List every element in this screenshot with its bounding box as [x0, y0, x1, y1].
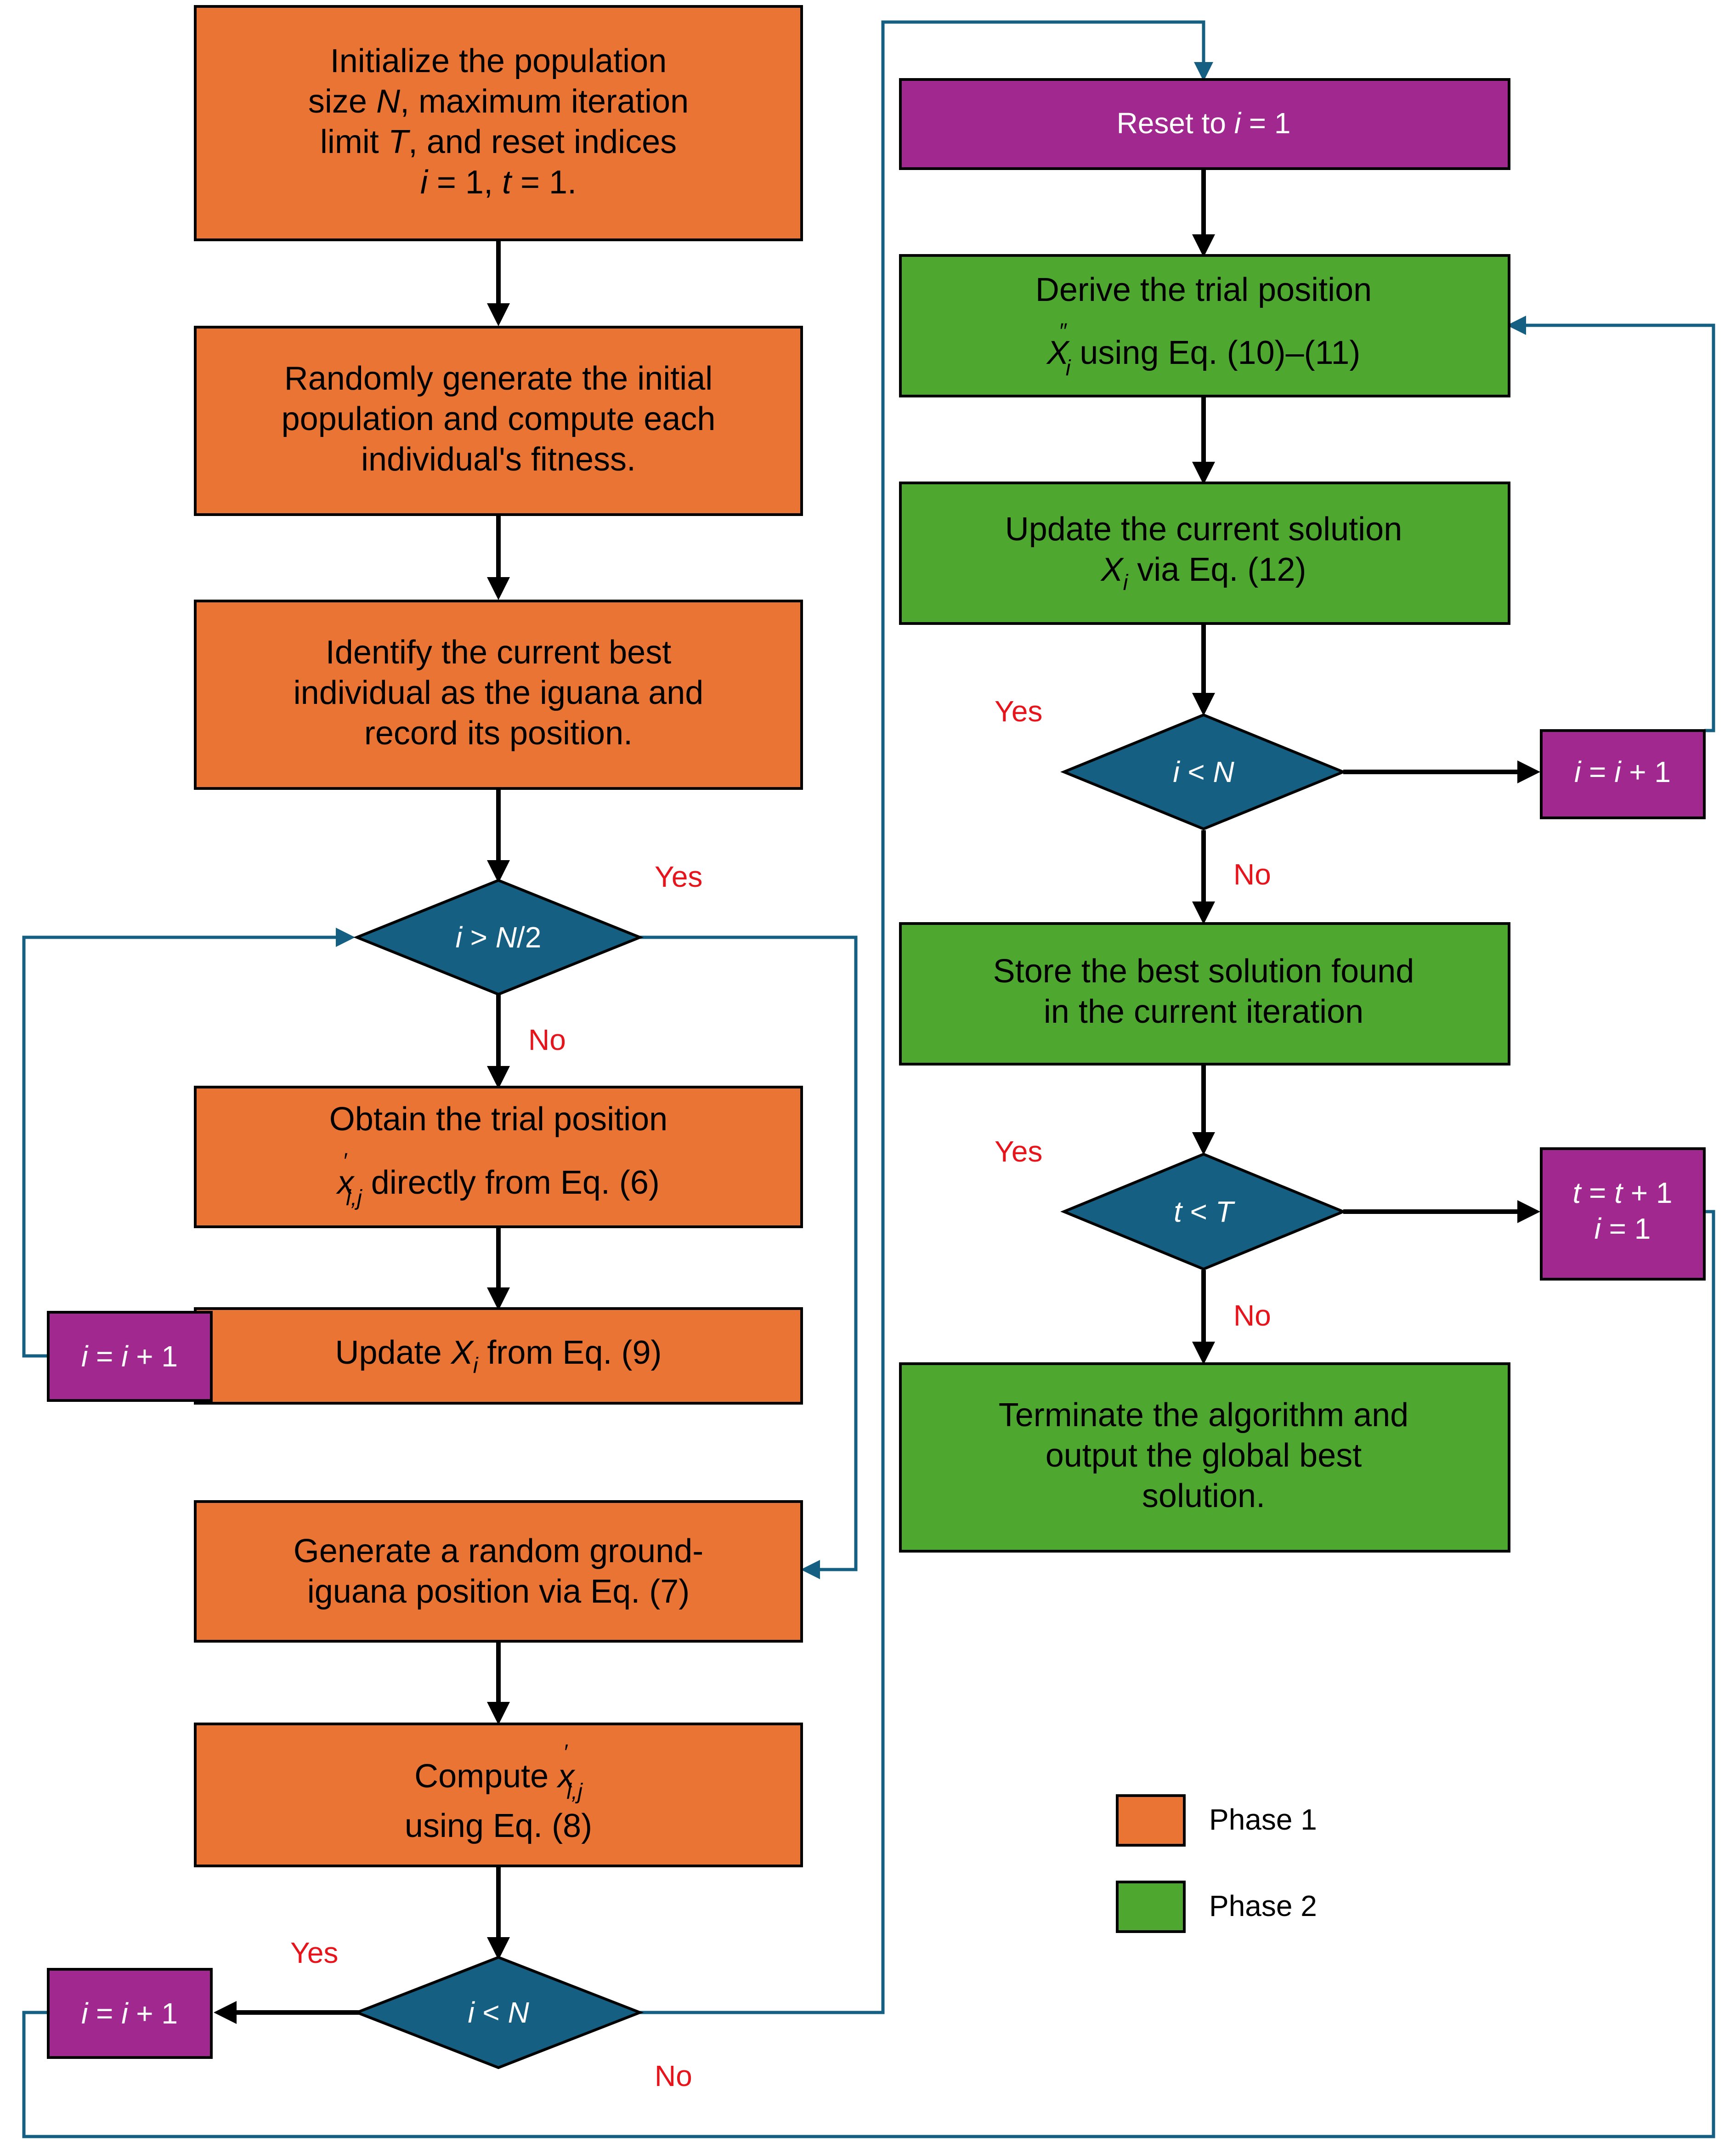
- counter-t-line2: i = 1: [1595, 1212, 1651, 1245]
- node-update-xi: Update Xi from Eq. (9): [194, 1307, 803, 1405]
- label-yes-left-n: Yes: [290, 1936, 338, 1969]
- identify-best-line2: individual as the iguana and: [294, 675, 704, 711]
- counter-t-line1: t = t + 1: [1572, 1176, 1672, 1209]
- initialize-line4: i = 1, t = 1.: [420, 164, 577, 201]
- initialize-line2: size N, maximum iteration: [308, 83, 689, 120]
- random-init-line3: individual's fitness.: [361, 441, 636, 478]
- compute-x-line2: using Eq. (8): [405, 1808, 592, 1844]
- loop-connectors: [22, 20, 1715, 2138]
- label-yes-t: Yes: [995, 1135, 1042, 1168]
- node-identify-best: Identify the current best individual as …: [194, 600, 803, 790]
- update-current-line1: Update the current solution: [1005, 511, 1402, 548]
- legend-label-phase2: Phase 2: [1209, 1889, 1317, 1922]
- label-no-t: No: [1233, 1299, 1271, 1332]
- loop-yes-to-ground-iguana: [640, 935, 858, 1579]
- random-init-line2: population and compute each: [282, 401, 716, 437]
- store-best-line2: in the current iteration: [1044, 993, 1363, 1030]
- identify-best-line1: Identify the current best: [326, 634, 671, 671]
- node-random-init: Randomly generate the initial population…: [194, 326, 803, 516]
- ground-iguana-line2: iguana position via Eq. (7): [307, 1573, 690, 1610]
- loop-counter-left-to-decision: [22, 1210, 1715, 2138]
- label-yes-half: Yes: [655, 860, 702, 893]
- random-init-line1: Randomly generate the initial: [284, 360, 713, 397]
- node-obtain-trial: Obtain the trial position x′i,j directly…: [194, 1086, 803, 1228]
- decision-half-text: i > N/2: [456, 921, 542, 954]
- legend: Phase 1 Phase 2: [1116, 1794, 1317, 1933]
- decision-i-lt-n-right: i < N: [1060, 713, 1347, 831]
- terminate-line3: solution.: [1142, 1478, 1265, 1514]
- node-terminate: Terminate the algorithm and output the g…: [899, 1362, 1510, 1553]
- node-reset: Reset to i = 1: [899, 78, 1510, 170]
- decision-left-n-text: i < N: [468, 1996, 529, 2029]
- decision-t-lt-t: t < T: [1060, 1152, 1347, 1271]
- initialize-line1: Initialize the population: [330, 43, 667, 79]
- terminate-line1: Terminate the algorithm and: [999, 1397, 1408, 1434]
- counter-t-plus-1: t = t + 1 i = 1: [1540, 1147, 1706, 1281]
- label-no-half: No: [528, 1023, 566, 1056]
- counter-right-i-plus-1: i = i + 1: [1540, 729, 1706, 819]
- node-initialize: Initialize the population size N, maximu…: [194, 5, 803, 241]
- counter-right-text: i = i + 1: [1574, 755, 1671, 788]
- terminate-line2: output the global best: [1046, 1437, 1362, 1474]
- node-update-current: Update the current solution Xi via Eq. (…: [899, 482, 1510, 625]
- node-store-best: Store the best solution found in the cur…: [899, 922, 1510, 1066]
- label-no-left-n: No: [655, 2059, 692, 2092]
- loop-counter-to-decision-half: [22, 928, 355, 1358]
- derive-trial-line2: X″i using Eq. (10)–(11): [1046, 319, 1361, 380]
- counter-i-plus-1-lower: i = i + 1: [47, 1968, 213, 2059]
- legend-swatch-phase2: [1116, 1881, 1186, 1933]
- legend-swatch-phase1: [1116, 1794, 1186, 1847]
- decision-i-lt-n-left: i < N: [353, 1956, 644, 2069]
- decision-i-gt-half-n: i > N/2: [353, 879, 644, 996]
- counter-i-plus-1-upper: i = i + 1: [47, 1311, 213, 1402]
- node-compute-x: Compute x′i,j using Eq. (8): [194, 1723, 803, 1867]
- counter-upper-text: i = i + 1: [81, 1340, 178, 1373]
- compute-x-line1: Compute x′i,j: [414, 1740, 583, 1804]
- counter-lower-text: i = i + 1: [81, 1997, 178, 2030]
- obtain-trial-line1: Obtain the trial position: [329, 1101, 667, 1138]
- initialize-line3: limit T, and reset indices: [320, 124, 677, 160]
- node-ground-iguana: Generate a random ground- iguana positio…: [194, 1500, 803, 1643]
- derive-trial-line1: Derive the trial position: [1035, 272, 1372, 308]
- update-current-line2: Xi via Eq. (12): [1100, 551, 1306, 595]
- identify-best-line3: record its position.: [364, 715, 633, 752]
- reset-text: Reset to i = 1: [1117, 107, 1291, 140]
- label-no-right-n: No: [1233, 858, 1271, 891]
- node-derive-trial: Derive the trial position X″i using Eq. …: [899, 254, 1510, 397]
- obtain-trial-line2: x′i,j directly from Eq. (6): [336, 1149, 660, 1210]
- ground-iguana-line1: Generate a random ground-: [294, 1533, 704, 1570]
- decision-t-text: t < T: [1174, 1195, 1235, 1228]
- legend-label-phase1: Phase 1: [1209, 1803, 1317, 1836]
- loop-counter-right-to-derive: [1507, 316, 1715, 732]
- label-yes-right-n: Yes: [995, 695, 1042, 728]
- loop-no-to-reset: [640, 20, 1213, 2014]
- store-best-line1: Store the best solution found: [993, 953, 1414, 990]
- update-xi-text: Update Xi from Eq. (9): [335, 1334, 662, 1378]
- decision-right-n-text: i < N: [1173, 755, 1234, 788]
